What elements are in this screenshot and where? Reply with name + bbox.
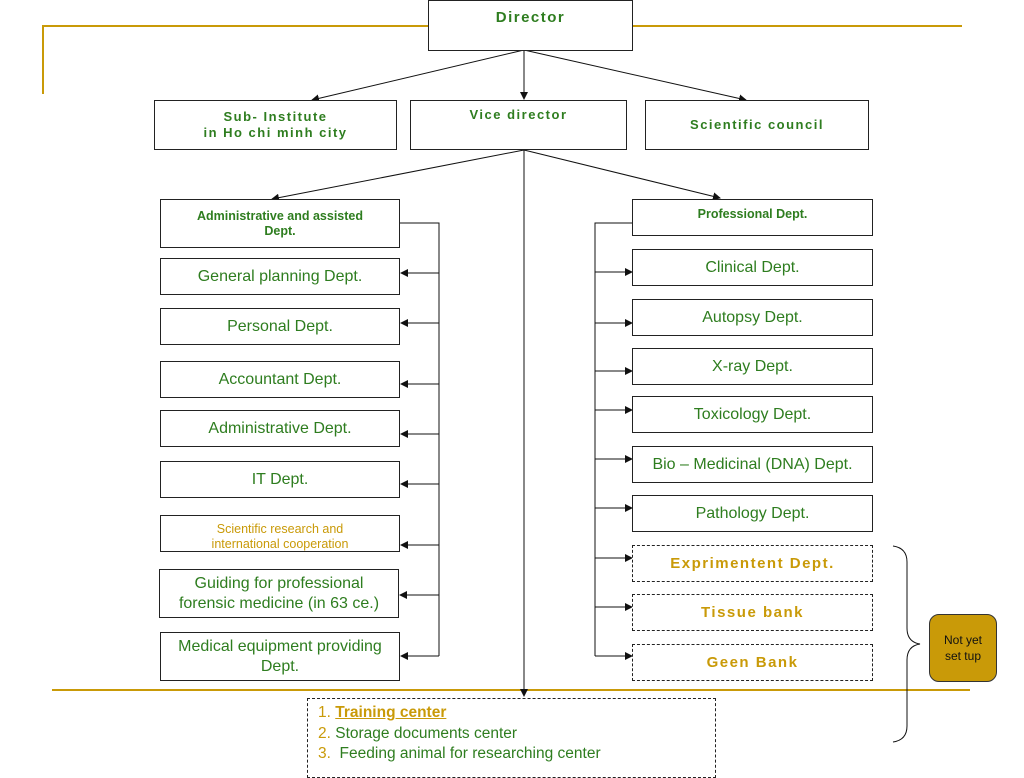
not-yet-setup-note: Not yet set tup xyxy=(929,614,997,682)
gold-frame-lines xyxy=(42,25,970,691)
center-item: 3. Feeding animal for researching center xyxy=(318,745,705,766)
admin-item: Personal Dept. xyxy=(160,308,400,345)
admin-dept-head: Administrative and assisted Dept. xyxy=(160,199,400,248)
sub-institute-box: Sub- Institute in Ho chi minh city xyxy=(154,100,397,150)
professional-item: X-ray Dept. xyxy=(632,348,873,385)
admin-item: Medical equipment providing Dept. xyxy=(160,632,400,681)
director-box: Director xyxy=(428,0,633,51)
planned-item: Geen Bank xyxy=(632,644,873,681)
admin-item: Accountant Dept. xyxy=(160,361,400,398)
center-number: 1. xyxy=(318,704,331,721)
center-label: Feeding animal for researching center xyxy=(335,745,601,762)
centers-list: 1. Training center 2. Storage documents … xyxy=(307,698,716,778)
center-label: Storage documents center xyxy=(335,724,518,742)
admin-item: IT Dept. xyxy=(160,461,400,498)
center-label: Training center xyxy=(335,704,447,721)
professional-item: Autopsy Dept. xyxy=(632,299,873,336)
professional-item: Pathology Dept. xyxy=(632,495,873,532)
admin-item: General planning Dept. xyxy=(160,258,400,295)
scientific-council-box: Scientific council xyxy=(645,100,869,150)
admin-item: Administrative Dept. xyxy=(160,410,400,447)
vice-director-box: Vice director xyxy=(410,100,627,150)
curly-brace xyxy=(892,545,921,743)
professional-dept-head: Professional Dept. xyxy=(632,199,873,236)
professional-item: Toxicology Dept. xyxy=(632,396,873,433)
planned-item: Tissue bank xyxy=(632,594,873,631)
center-item: 1. Training center xyxy=(318,704,705,725)
center-number: 3. xyxy=(318,745,331,762)
professional-item: Clinical Dept. xyxy=(632,249,873,286)
admin-item: Guiding for professional forensic medici… xyxy=(159,569,399,618)
admin-item: Scientific research and international co… xyxy=(160,515,400,552)
center-item: 2. Storage documents center xyxy=(318,725,705,746)
professional-item: Bio – Medicinal (DNA) Dept. xyxy=(632,446,873,483)
planned-item: Exprimentent Dept. xyxy=(632,545,873,582)
center-number: 2. xyxy=(318,724,331,742)
